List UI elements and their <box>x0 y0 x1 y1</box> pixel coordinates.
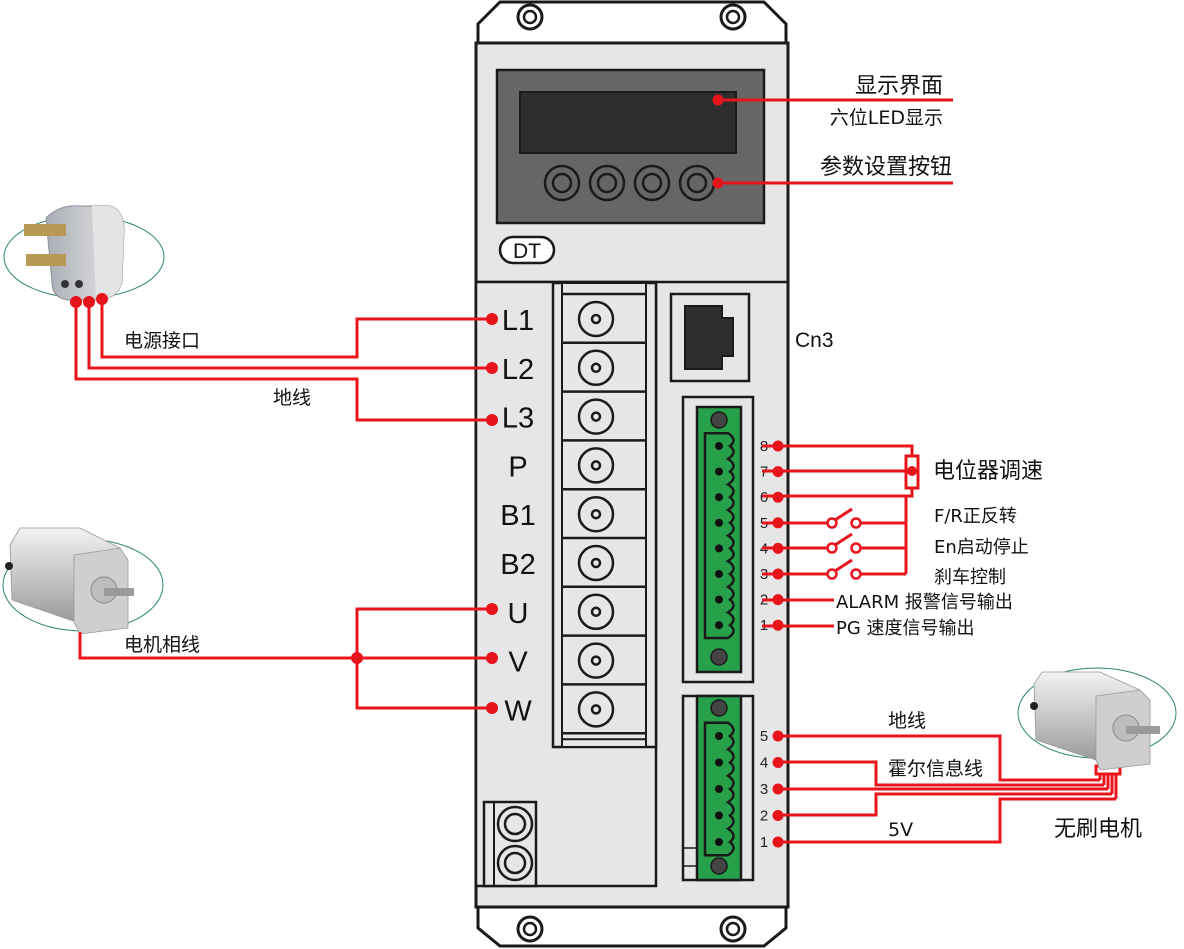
pin-hole <box>715 811 723 820</box>
pin-hole <box>715 838 723 846</box>
switch-label-brake: 刹车控制 <box>934 567 1006 588</box>
power-wires <box>70 293 498 426</box>
terminal-label-v: V <box>508 647 528 679</box>
wire-l3 <box>74 302 492 422</box>
logo-badge <box>498 235 556 265</box>
pin-number: 3 <box>760 781 768 798</box>
terminal-label-b1: B1 <box>500 500 535 532</box>
driver-device: DT <box>474 0 790 948</box>
display-label: 显示界面 <box>855 74 943 99</box>
terminal-label-l1: L1 <box>502 305 534 337</box>
pin-number: 1 <box>760 834 768 851</box>
phase-wires <box>78 603 498 714</box>
terminal-label-l2: L2 <box>502 354 534 386</box>
hall-signal-label: 霍尔信息线 <box>888 758 983 780</box>
pin-hole <box>715 467 723 476</box>
pin-number: 4 <box>760 755 768 772</box>
wire-l2 <box>87 302 492 370</box>
control-wires <box>762 444 920 628</box>
wire-hall-5 <box>778 734 1100 782</box>
rj45-port[interactable] <box>684 305 734 370</box>
pin-hole <box>715 570 723 578</box>
param-buttons <box>543 164 716 202</box>
terminal-screw-icon <box>577 300 615 338</box>
wire-hall-1 <box>778 797 1116 844</box>
terminal-screw-icon <box>577 447 615 484</box>
terminal-screw-icon <box>577 349 615 387</box>
mount-hole-icon <box>719 3 747 31</box>
plug-ground-label: 地线 <box>273 387 311 409</box>
logo-text: DT <box>513 240 541 263</box>
pin-hole <box>715 442 723 450</box>
param-button[interactable] <box>633 164 671 202</box>
pin-number: 6 <box>760 489 768 506</box>
wire-l1 <box>100 300 492 359</box>
hall-wires <box>778 734 1122 844</box>
pin-hole <box>715 785 723 793</box>
pin-hole <box>715 595 723 604</box>
switch-fr-icon <box>762 507 906 529</box>
terminal-screw-icon <box>577 691 615 728</box>
terminal-screws <box>562 292 646 741</box>
terminal-label-p: P <box>508 451 527 483</box>
pin-hole <box>715 493 723 502</box>
power-plug-icon <box>3 205 165 301</box>
terminal-label-u: U <box>508 598 529 630</box>
pin-hole <box>715 732 723 740</box>
param-button[interactable] <box>588 164 626 202</box>
mount-hole-icon <box>719 915 747 943</box>
wire-hall-2 <box>778 792 1112 817</box>
param-button[interactable] <box>678 164 716 202</box>
pin-hole <box>715 621 723 630</box>
potentiometer-label: 电位器调速 <box>933 459 1043 484</box>
switch-label-fr: F/R正反转 <box>934 506 1017 527</box>
bldc-motor-icon <box>1017 667 1177 771</box>
hall-pin-labels: 5 4 3 2 1 <box>760 728 784 851</box>
hall-power-label: 5V <box>888 819 913 841</box>
terminal-screw-icon <box>577 495 615 533</box>
pin-hole <box>715 758 723 767</box>
led-display <box>519 91 737 154</box>
param-button[interactable] <box>543 164 581 202</box>
buttons-label: 参数设置按钮 <box>820 155 952 180</box>
aux-screw-icon <box>496 844 534 882</box>
alarm-label: ALARM 报警信号输出 <box>836 592 1013 613</box>
display-sublabel: 六位LED显示 <box>830 107 943 129</box>
aux-screw-icon <box>496 805 534 843</box>
pin-hole <box>715 518 723 527</box>
switch-label-en: En启动停止 <box>934 537 1029 558</box>
terminal-label-w: W <box>504 695 532 727</box>
terminal-label-b2: B2 <box>500 549 535 581</box>
hall-ground-label: 地线 <box>888 710 926 732</box>
mount-hole-icon <box>516 3 544 31</box>
bldc-motor-label: 无刷电机 <box>1054 817 1142 842</box>
supply-label: 电源接口 <box>124 330 200 352</box>
wire-hall-4 <box>778 760 1104 787</box>
mount-hole-icon <box>516 915 544 943</box>
terminal-label-l3: L3 <box>502 403 534 435</box>
terminal-screw-icon <box>577 544 615 582</box>
terminal-screw-icon <box>577 398 615 435</box>
rj45-label: Cn3 <box>795 329 834 352</box>
terminal-screw-icon <box>577 642 615 679</box>
pin-number: 2 <box>760 808 768 825</box>
pin-hole <box>715 544 723 553</box>
switch-en-icon <box>762 532 906 554</box>
pin-number: 5 <box>760 728 768 745</box>
phase-motor-label: 电机相线 <box>124 634 200 656</box>
switch-brake-icon <box>762 558 906 580</box>
phase-motor-icon <box>2 527 164 635</box>
pg-label: PG 速度信号输出 <box>836 618 975 639</box>
terminal-screw-icon <box>577 593 615 631</box>
